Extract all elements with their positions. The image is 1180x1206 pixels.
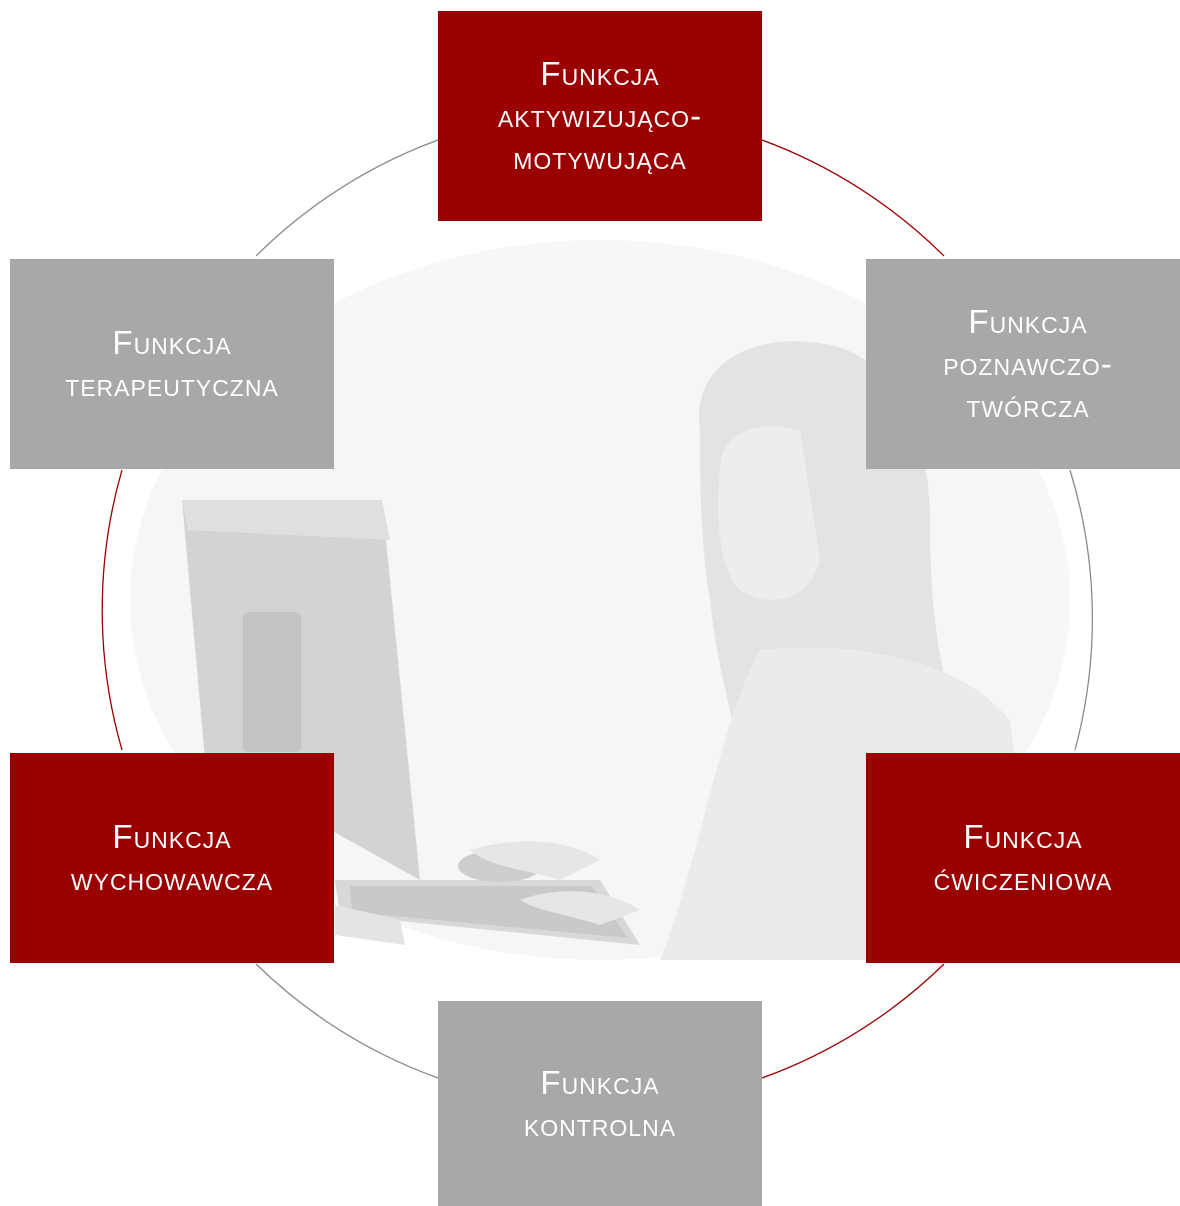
node-label-line: terapeutyczna xyxy=(65,366,279,403)
node-label-line: Funkcja xyxy=(112,818,232,855)
node-label-line: motywująca xyxy=(513,139,687,176)
node-label-line: twórcza xyxy=(966,387,1090,424)
node-label-line: Funkcja xyxy=(540,55,660,92)
node-label-line: Funkcja xyxy=(112,324,232,361)
node-label-line: Funkcja xyxy=(540,1063,660,1101)
node-label-line: Funkcja xyxy=(963,818,1083,855)
node-label-line: Funkcja xyxy=(968,303,1088,340)
woman-at-computer-photo xyxy=(130,240,1070,960)
node-cwiczeniowa: Funkcja ćwiczeniowa xyxy=(866,753,1180,963)
node-wychowawcza: Funkcja wychowawcza xyxy=(10,753,334,963)
node-label-line: kontrolna xyxy=(523,1105,677,1143)
node-terapeutyczna: Funkcja terapeutyczna xyxy=(10,259,334,469)
node-label-line: aktywizująco- xyxy=(497,97,703,134)
node-label-line: ćwiczeniowa xyxy=(933,860,1113,897)
node-label-line: wychowawcza xyxy=(70,860,274,897)
node-aktywizujaco-motywujaca: Funkcja aktywizująco- motywująca xyxy=(438,11,762,221)
connector-ring xyxy=(101,139,1093,1079)
node-poznawczo-tworcza: Funkcja poznawczo- twórcza xyxy=(866,259,1180,469)
node-kontrolna: Funkcja kontrolna xyxy=(438,1001,762,1206)
node-label-line: poznawczo- xyxy=(943,345,1113,382)
